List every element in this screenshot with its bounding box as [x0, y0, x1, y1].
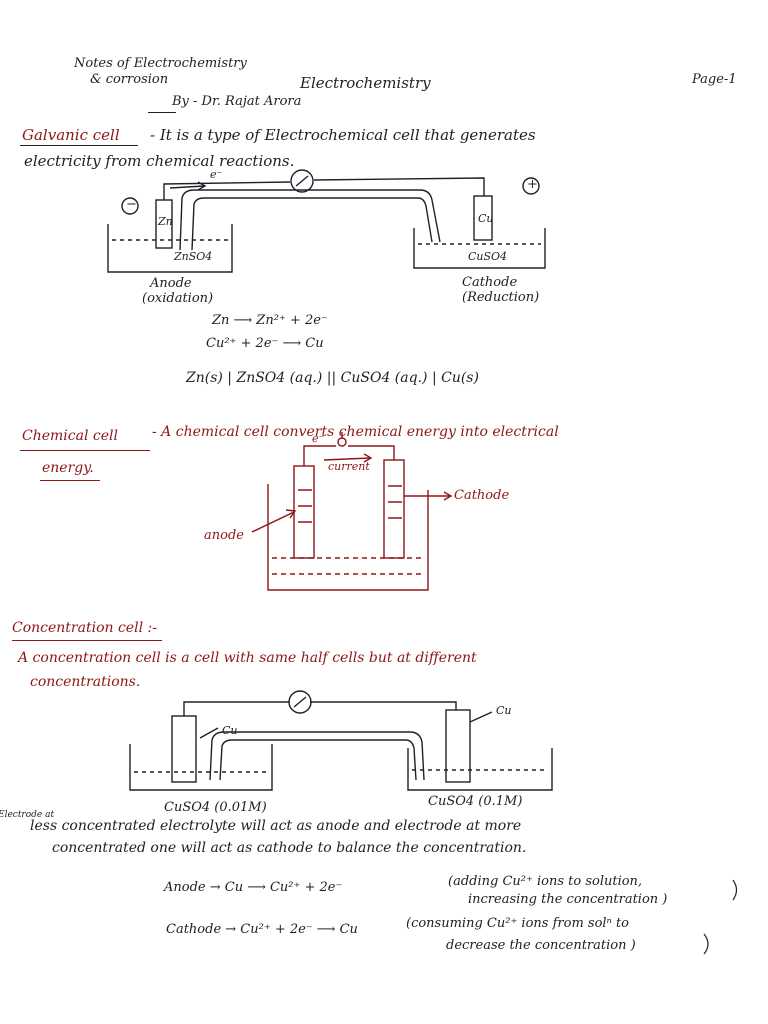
znso4-label: ZnSO4	[174, 250, 213, 263]
page-number: Page-1	[692, 72, 737, 87]
chemical-def-line1: - A chemical cell converts chemical ener…	[152, 424, 559, 440]
electron-arrow-head	[197, 181, 207, 191]
electron-arrow-line	[169, 185, 205, 189]
conc-left-solution-label: CuSO4 (0.01M)	[164, 800, 267, 815]
zn-label: Zn	[158, 215, 173, 228]
cathode-label: Cathode	[462, 275, 518, 290]
notes-title-line2: & corrosion	[90, 72, 169, 87]
cathode-note-close-paren	[703, 933, 709, 955]
conc-anode-note2: increasing the concentration )	[468, 892, 668, 907]
concentration-def-line2: concentrations.	[30, 674, 141, 690]
conc-right-solution-label: CuSO4 (0.1M)	[428, 794, 523, 809]
cu-electrode	[473, 195, 493, 241]
galvanic-heading-underline	[20, 145, 138, 146]
conc-salt-bridge-inner	[219, 739, 417, 781]
conc-voltmeter-needle	[293, 696, 307, 708]
cell-notation: Zn(s) | ZnSO4 (aq.) || CuSO4 (aq.) | Cu(…	[186, 370, 479, 386]
conc-left-beaker	[129, 744, 273, 791]
wire-right	[313, 177, 485, 196]
chemical-wire-right	[348, 445, 395, 460]
chemical-heading-underline	[20, 450, 150, 451]
galvanic-right-beaker	[413, 228, 546, 269]
current-label: current	[328, 460, 370, 473]
conc-para-prefix: Electrode at	[0, 810, 55, 820]
anode-pointer	[251, 511, 295, 533]
conc-right-label-pointer	[469, 711, 493, 723]
salt-bridge-inner	[191, 197, 433, 251]
plus-sign: +	[527, 177, 538, 192]
conc-anode-note1: (adding Cu²⁺ ions to solution,	[448, 874, 643, 889]
chemical-def-line2: energy.	[42, 460, 94, 476]
current-arrow-line	[323, 457, 371, 461]
galvanic-heading: Galvanic cell	[22, 126, 120, 144]
cathode-hatching	[388, 485, 402, 519]
conc-salt-bridge-outer	[209, 731, 425, 781]
chemical-anode-label: anode	[204, 528, 244, 543]
salt-bridge-outer	[179, 189, 441, 251]
voltmeter-needle	[295, 175, 309, 187]
conc-right-beaker	[407, 748, 553, 791]
conc-para-line1: less concentrated electrolyte will act a…	[30, 818, 522, 834]
conc-voltmeter-circle	[288, 690, 312, 714]
conc-wire-left	[183, 701, 290, 716]
notes-title-line1: Notes of Electrochemistry	[74, 56, 247, 71]
cu-label: Cu	[478, 212, 494, 225]
current-arrow-head	[363, 453, 373, 463]
wire-left	[163, 181, 291, 200]
author: By - Dr. Rajat Arora	[172, 94, 302, 109]
concentration-def-line1: A concentration cell is a cell with same…	[18, 650, 477, 666]
chemical-beaker	[267, 484, 429, 591]
cuso4-label: CuSO4	[468, 250, 508, 263]
conc-left-label-pointer	[199, 727, 219, 739]
conc-para-line2: concentrated one will act as cathode to …	[52, 840, 527, 856]
anode-sub: (oxidation)	[142, 291, 214, 306]
anode-label: Anode	[150, 276, 192, 291]
chemical-heading: Chemical cell	[22, 428, 118, 444]
conc-right-electrode	[445, 709, 471, 783]
galvanic-def-line2: electricity from chemical reactions.	[24, 152, 295, 170]
conc-cathode-eq: Cathode → Cu²⁺ + 2e⁻ ⟶ Cu	[166, 922, 358, 937]
voltmeter-circle	[290, 169, 314, 193]
chemical-energy-underline	[40, 480, 100, 481]
conc-wire-right	[310, 701, 457, 710]
electron-label: e⁻	[210, 168, 223, 181]
conc-anode-eq: Anode → Cu ⟶ Cu²⁺ + 2e⁻	[164, 880, 343, 895]
cathode-sub: (Reduction)	[462, 290, 540, 305]
concentration-heading-underline	[12, 640, 162, 641]
galvanic-left-beaker	[107, 224, 233, 273]
chemical-electron-label: e⁻	[312, 432, 325, 445]
chemical-anode-plate	[293, 465, 315, 559]
conc-left-electrode-label: Cu	[222, 724, 238, 737]
concentration-heading: Concentration cell :-	[12, 620, 157, 636]
plus-terminal-circle	[522, 177, 540, 195]
conc-right-electrode-label: Cu	[496, 704, 512, 717]
conc-cathode-note1: (consuming Cu²⁺ ions from solⁿ to	[406, 916, 630, 931]
anode-hatching	[298, 489, 312, 523]
galvanic-def-line1: - It is a type of Electrochemical cell t…	[150, 126, 536, 144]
anode-note-close-paren	[732, 879, 738, 901]
chemical-cathode-plate	[383, 459, 405, 559]
galvanic-eq1: Zn ⟶ Zn²⁺ + 2e⁻	[212, 313, 328, 328]
conc-cathode-note2: decrease the concentration )	[446, 938, 636, 953]
galvanic-eq2: Cu²⁺ + 2e⁻ ⟶ Cu	[206, 336, 324, 351]
minus-sign: −	[126, 197, 137, 212]
notes-underline	[148, 112, 176, 113]
chemical-cathode-label: Cathode	[454, 488, 510, 503]
minus-terminal-circle	[121, 197, 139, 215]
page-title: Electrochemistry	[300, 74, 431, 92]
chemical-wire-left	[303, 445, 336, 466]
